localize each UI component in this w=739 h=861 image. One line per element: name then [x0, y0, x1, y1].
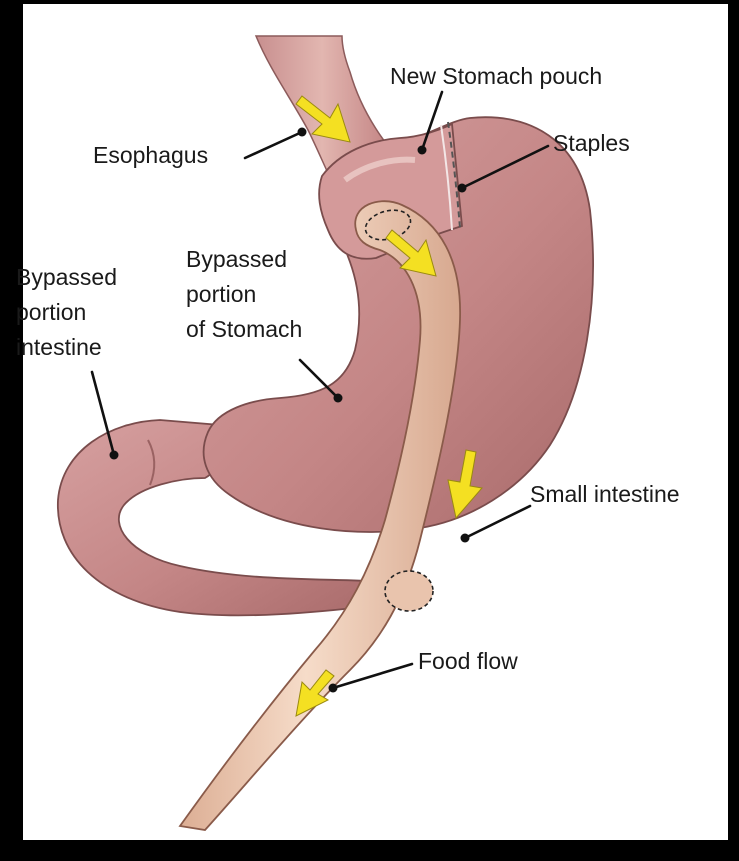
dot-esophagus	[298, 128, 307, 137]
dot-staples	[458, 184, 467, 193]
label-bypassed-intestine-line1: Bypassed	[16, 264, 117, 290]
label-new-stomach-pouch: New Stomach pouch	[390, 63, 602, 89]
label-bypassed-stomach-line1: Bypassed	[186, 246, 287, 272]
label-bypassed-stomach-line3: of Stomach	[186, 316, 302, 342]
label-esophagus: Esophagus	[93, 142, 208, 168]
dot-bypassed-intestine	[110, 451, 119, 460]
jejunal-anastomosis	[385, 571, 433, 611]
label-staples: Staples	[553, 130, 630, 156]
dot-new-stomach-pouch	[418, 146, 427, 155]
label-small-intestine: Small intestine	[530, 481, 680, 507]
dot-food-flow	[329, 684, 338, 693]
label-food-flow: Food flow	[418, 648, 518, 674]
dot-small-intestine	[461, 534, 470, 543]
label-bypassed-intestine-line3: intestine	[16, 334, 102, 360]
label-bypassed-stomach-line2: portion	[186, 281, 256, 307]
label-bypassed-intestine-line2: portion	[16, 299, 86, 325]
dot-bypassed-stomach	[334, 394, 343, 403]
